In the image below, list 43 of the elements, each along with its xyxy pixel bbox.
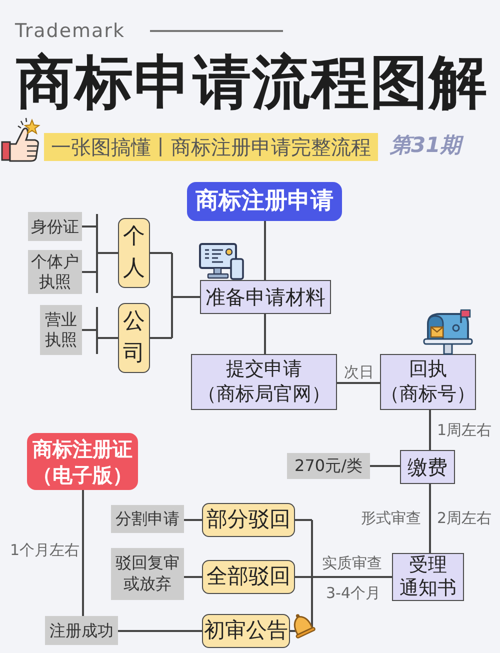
edge-label: 3-4个月: [326, 584, 380, 602]
connector-line: [264, 221, 266, 280]
connector-line: [289, 519, 393, 632]
note-box: 分割申请: [111, 505, 184, 533]
note-box: 270元/类: [287, 453, 370, 479]
subtitle-banner: 一张图搞懂丨商标注册申请完整流程: [44, 133, 378, 161]
process-box: 提交申请（商标局官网）: [191, 354, 337, 410]
rounded-box: 初审公告: [202, 614, 290, 648]
connector-line: [429, 484, 431, 553]
step-label: 实质审查: [322, 554, 382, 572]
note-box: 个体户执照: [28, 250, 82, 294]
connector-line: [429, 410, 431, 450]
connector-line: [184, 576, 202, 578]
rounded-box: 个人: [118, 218, 150, 288]
connector-line: [82, 490, 84, 616]
title: 商标申请流程图解: [16, 52, 488, 113]
edge-label: 1周左右: [437, 421, 492, 439]
connector-line: [337, 382, 380, 384]
connector-line: [264, 314, 266, 354]
rounded-box: 部分驳回: [202, 503, 295, 537]
connector-line: [81, 306, 119, 355]
edge-label: 次日: [344, 363, 374, 381]
connector-line: [118, 630, 202, 632]
rounded-box: 全部驳回: [202, 560, 295, 594]
note-box: 营业执照: [40, 305, 82, 355]
process-box: 缴费: [400, 450, 455, 484]
start-box: 商标注册申请: [187, 182, 342, 221]
connector-line: [149, 252, 201, 339]
note-box: 注册成功: [45, 616, 118, 645]
edge-label: 2周左右: [437, 509, 492, 527]
rounded-box: 公司: [118, 303, 150, 373]
header-text: Trademark: [15, 20, 125, 43]
connector-line: [184, 519, 202, 521]
note-box: 驳回复审或放弃: [111, 548, 184, 600]
edge-label: 1个月左右: [10, 541, 80, 559]
process-box: 回执（商标号）: [380, 354, 476, 410]
process-box: 准备申请材料: [200, 280, 331, 314]
step-label: 形式审查: [361, 509, 421, 527]
issue-number: 第31期: [390, 133, 462, 158]
connector-line: [370, 465, 400, 467]
process-box: 受理通知书: [392, 553, 464, 601]
end-box: 商标注册证（电子版）: [27, 433, 138, 490]
note-box: 身份证: [28, 212, 82, 241]
